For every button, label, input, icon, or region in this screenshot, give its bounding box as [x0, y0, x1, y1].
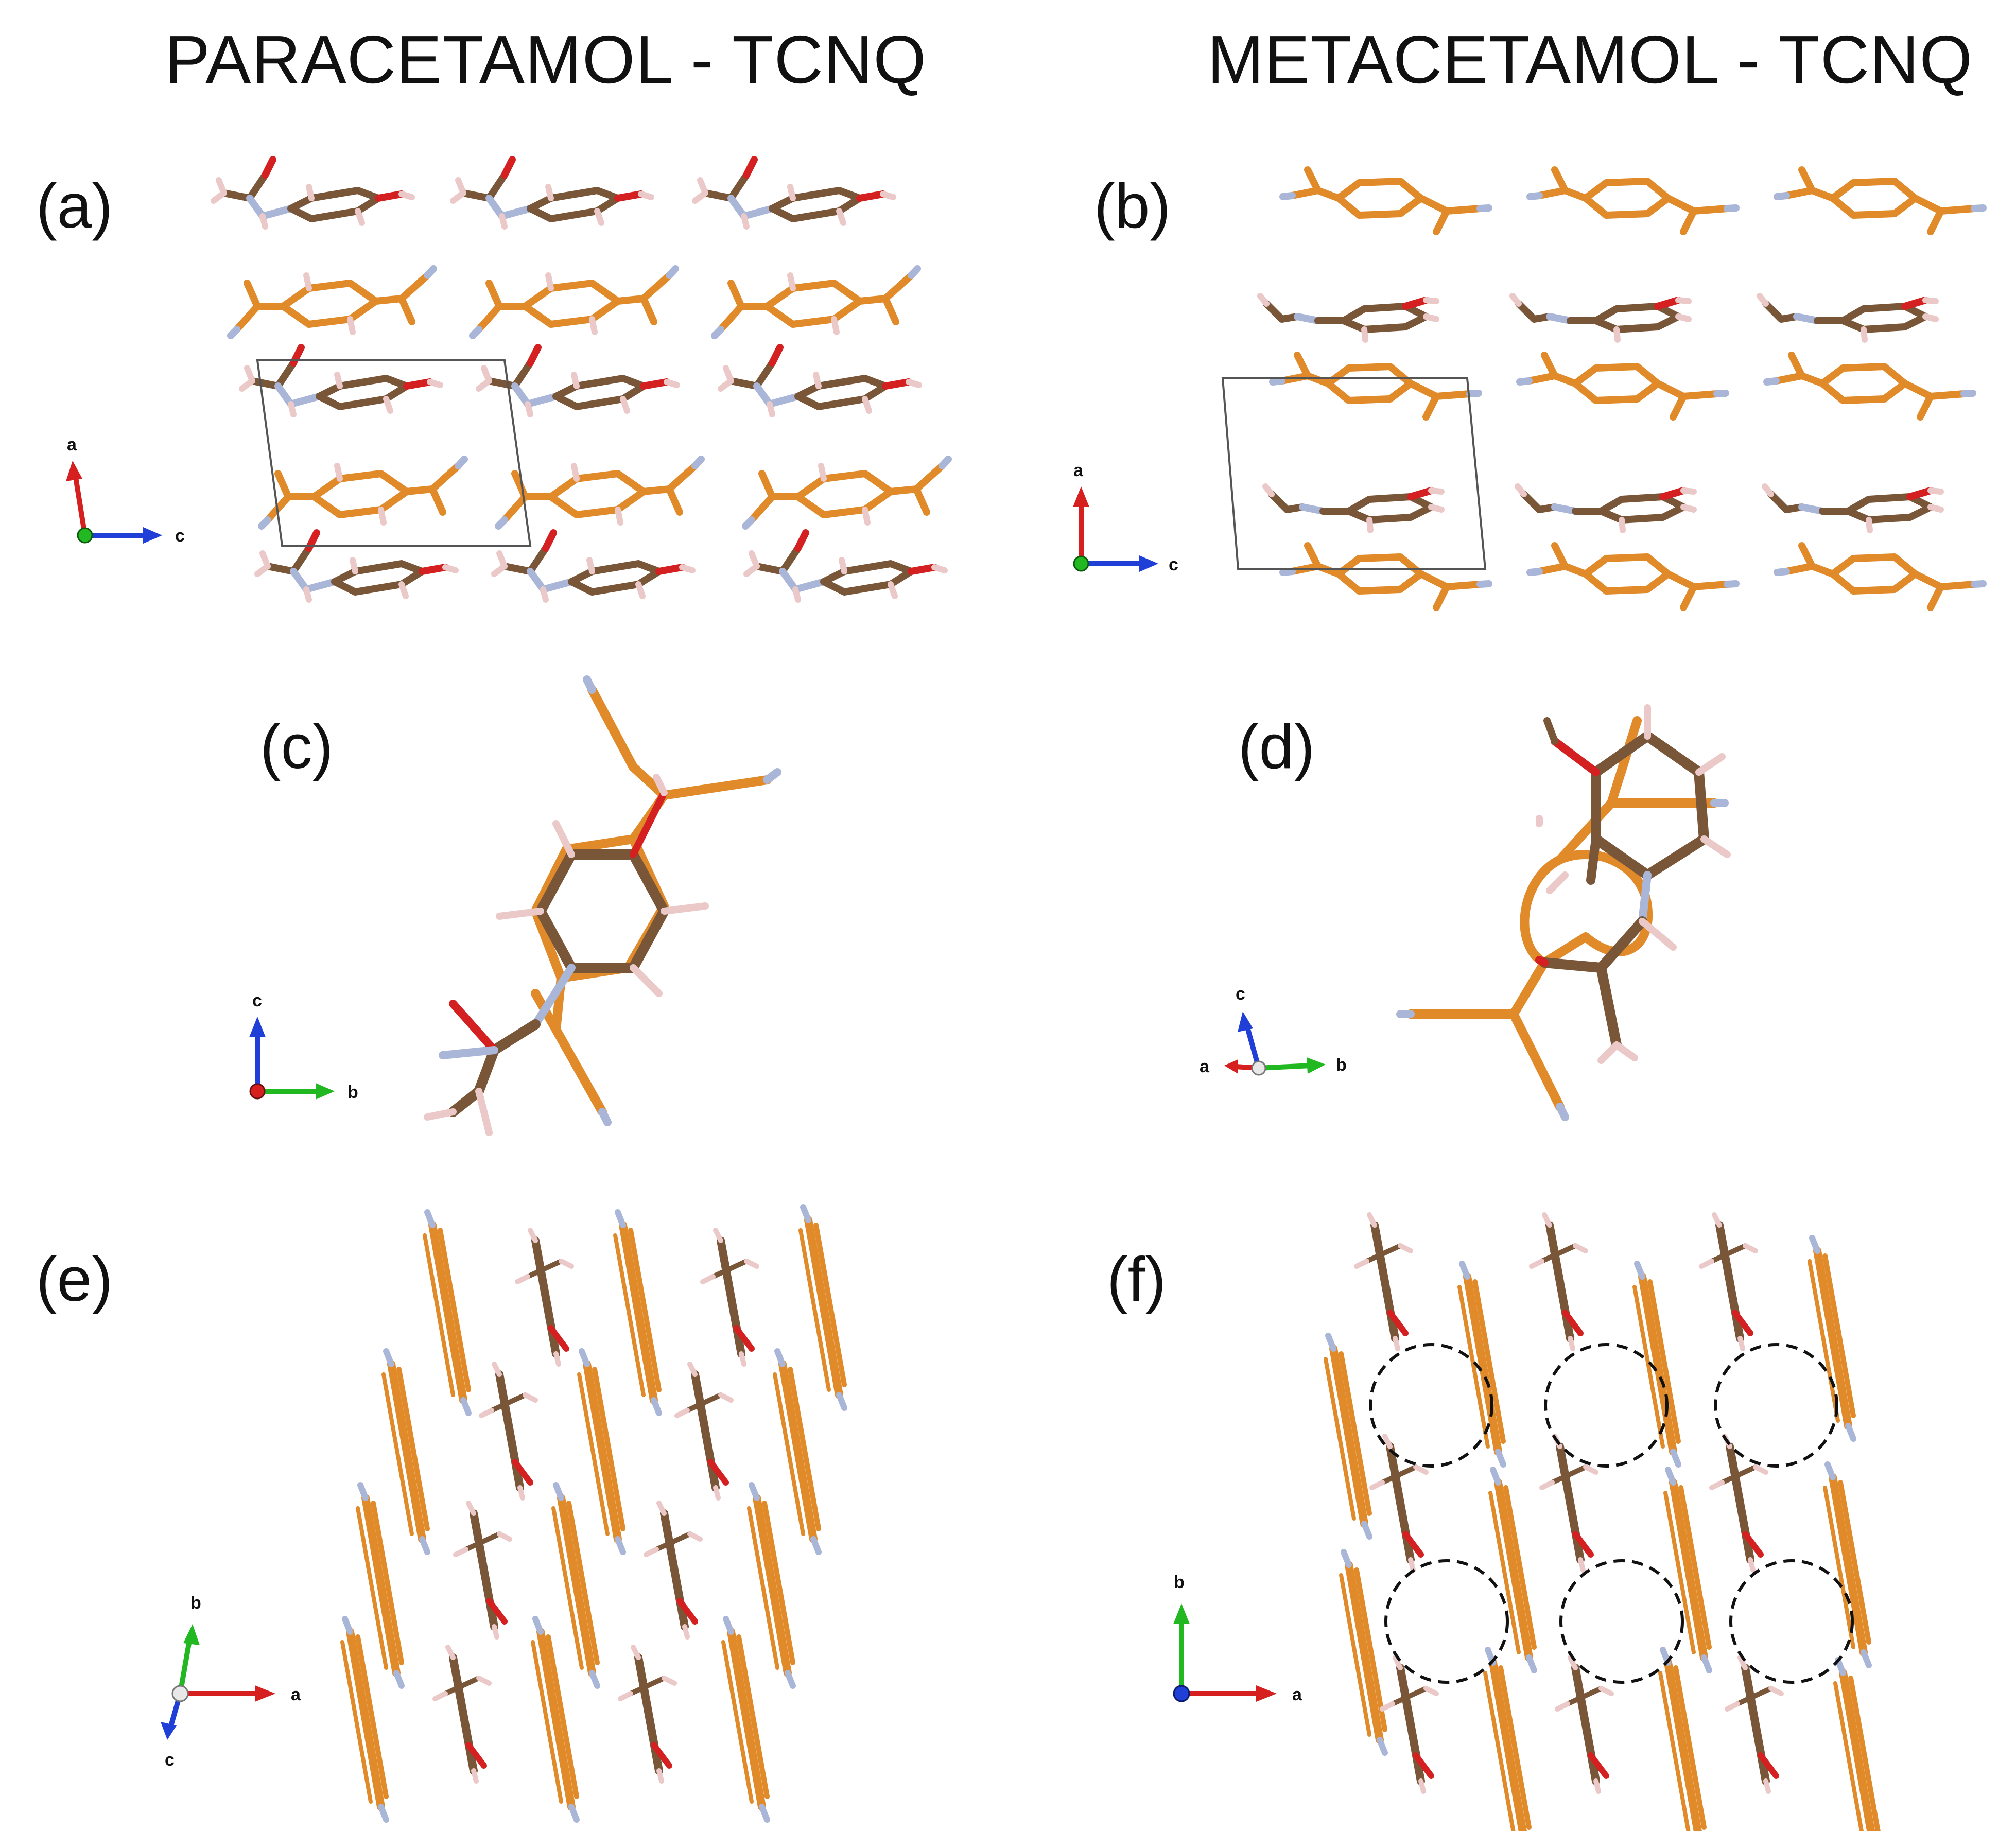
panel-label-d: (d): [1238, 711, 1315, 781]
panel-a-crystal-packing: [214, 160, 948, 600]
axis-label-b: b: [347, 1083, 358, 1102]
axis-triad-e: b c a: [161, 1593, 301, 1770]
axis-label-b: b: [190, 1593, 201, 1613]
panel-label-a: (a): [36, 171, 113, 241]
axis-label-c: c: [165, 1750, 175, 1770]
unit-cell-a: [256, 359, 532, 547]
panel-label-e: (e): [36, 1244, 113, 1314]
panel-e-stacking-view: [342, 1207, 844, 1820]
panel-label-b: (b): [1094, 171, 1171, 241]
axis-triad-b: a c: [1073, 461, 1178, 574]
panel-label-c: (c): [260, 711, 334, 781]
axis-label-a: a: [1292, 1685, 1302, 1704]
axis-label-a: a: [67, 435, 77, 455]
axis-label-c: c: [1169, 555, 1178, 574]
panel-d-overlap-view: [1396, 704, 1731, 1121]
axis-label-c: c: [1236, 984, 1245, 1004]
panel-c-overlap-view: [424, 675, 781, 1136]
axis-triad-a: a c: [66, 435, 185, 546]
axis-label-a: a: [291, 1685, 301, 1704]
void-circle: [1384, 1559, 1509, 1684]
axis-triad-f: b a: [1173, 1573, 1302, 1704]
axis-label-c: c: [252, 991, 262, 1010]
panel-f-stacking-view: [1326, 1215, 1879, 1831]
panel-b-crystal-packing: [1221, 170, 1983, 607]
axis-triad-d: c a b: [1200, 984, 1347, 1076]
axis-label-b: b: [1174, 1573, 1185, 1592]
title-metacetamol-tcnq: METACETAMOL - TCNQ: [1207, 22, 1973, 97]
void-circle: [1729, 1559, 1854, 1684]
void-circle: [1544, 1343, 1669, 1468]
unit-cell-b: [1221, 377, 1487, 570]
axis-label-a: a: [1200, 1057, 1210, 1076]
axis-label-b: b: [1336, 1055, 1347, 1075]
void-circle: [1714, 1343, 1838, 1468]
title-paracetamol-tcnq: PARACETAMOL - TCNQ: [165, 22, 927, 97]
axis-triad-c: c b: [249, 991, 358, 1102]
void-circle: [1369, 1343, 1493, 1468]
axis-label-c: c: [175, 526, 185, 546]
void-circle: [1559, 1559, 1684, 1684]
panel-label-f: (f): [1107, 1244, 1167, 1314]
axis-label-a: a: [1073, 461, 1084, 480]
